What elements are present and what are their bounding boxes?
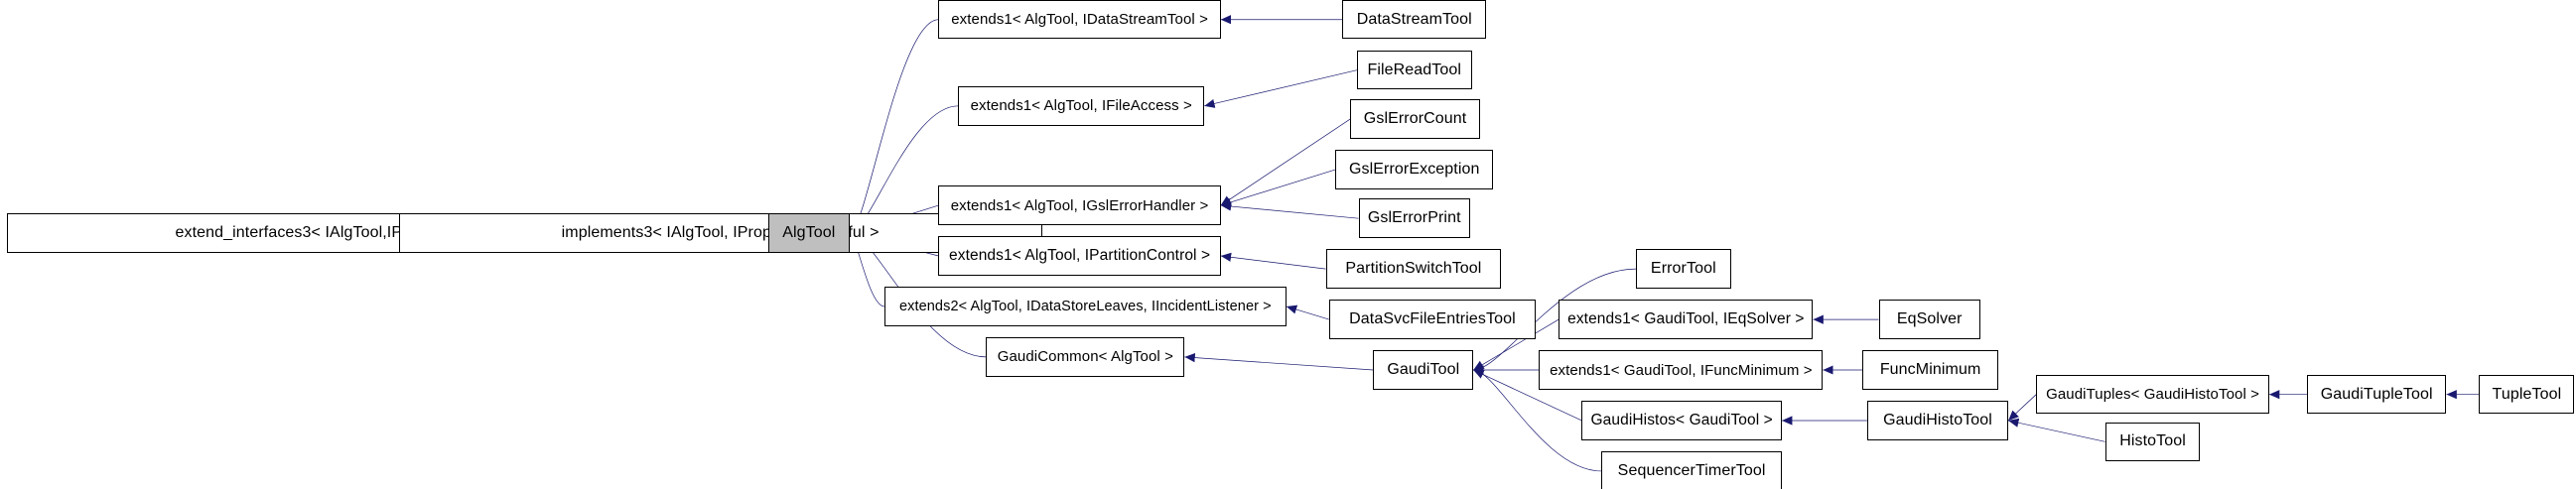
class-node-label: GslErrorCount: [1363, 109, 1467, 127]
class-node-DataStreamTool[interactable]: DataStreamTool: [1342, 0, 1487, 40]
class-node-label: GaudiTool: [1387, 361, 1460, 379]
class-node-label: GaudiHistos< GaudiTool >: [1590, 412, 1773, 429]
class-node-label: SequencerTimerTool: [1617, 461, 1766, 479]
class-node-GaudiTupleTool[interactable]: GaudiTupleTool: [2306, 374, 2447, 415]
inheritance-edge-GslErrorPrint-to-extends1_IGslErrorHandler: [1221, 201, 1359, 218]
class-node-label: DataSvcFileEntriesTool: [1349, 310, 1516, 328]
class-node-GslErrorCount[interactable]: GslErrorCount: [1350, 99, 1480, 139]
class-node-TupleTool[interactable]: TupleTool: [2479, 374, 2575, 415]
class-node-label: FuncMinimum: [1879, 361, 1981, 379]
inheritance-edge-GslErrorCount-to-extends1_IGslErrorHandler: [1221, 119, 1351, 205]
inheritance-edge-FileReadTool-to-extends1_IFileAccess: [1204, 70, 1357, 108]
class-node-label: extends1< AlgTool, IDataStreamTool >: [951, 11, 1208, 29]
class-node-label: GaudiHistoTool: [1883, 411, 1992, 428]
class-node-FuncMinimum[interactable]: FuncMinimum: [1862, 350, 1999, 390]
class-node-label: GaudiTupleTool: [2320, 385, 2433, 403]
class-node-extends1_IEqSolver[interactable]: extends1< GaudiTool, IEqSolver >: [1559, 300, 1814, 339]
class-node-DataSvcFileEntriesTool[interactable]: DataSvcFileEntriesTool: [1328, 300, 1537, 339]
inheritance-edge-GaudiTool-to-GaudiCommon_AlgTool: [1184, 353, 1373, 370]
class-node-FileReadTool[interactable]: FileReadTool: [1356, 50, 1472, 90]
class-node-GaudiCommon_AlgTool[interactable]: GaudiCommon< AlgTool >: [986, 337, 1185, 377]
class-node-HistoTool[interactable]: HistoTool: [2104, 422, 2201, 462]
class-node-GslErrorPrint[interactable]: GslErrorPrint: [1358, 198, 1470, 238]
class-node-PartitionSwitchTool[interactable]: PartitionSwitchTool: [1325, 249, 1502, 289]
inheritance-edge-PartitionSwitchTool-to-extends1_IPartitionControl: [1221, 252, 1326, 269]
class-node-label: GaudiCommon< AlgTool >: [997, 348, 1173, 366]
class-node-extends1_IDataStreamTool[interactable]: extends1< AlgTool, IDataStreamTool >: [938, 0, 1221, 40]
class-node-label: TupleTool: [2492, 385, 2562, 403]
class-node-extends1_IPartitionControl[interactable]: extends1< AlgTool, IPartitionControl >: [938, 236, 1221, 276]
class-node-label: extends1< GaudiTool, IFuncMinimum >: [1550, 361, 1813, 379]
class-node-label: EqSolver: [1896, 310, 1963, 328]
class-node-label: DataStreamTool: [1356, 10, 1472, 28]
class-node-label: PartitionSwitchTool: [1345, 260, 1482, 278]
class-node-GaudiHistos_GaudiTool[interactable]: GaudiHistos< GaudiTool >: [1581, 401, 1782, 440]
class-node-extends2_DataStoreLeaves[interactable]: extends2< AlgTool, IDataStoreLeaves, IIn…: [883, 287, 1287, 326]
class-node-GaudiTool[interactable]: GaudiTool: [1373, 350, 1474, 390]
class-node-GaudiTuples_GaudiHistoTool[interactable]: GaudiTuples< GaudiHistoTool >: [2036, 374, 2269, 415]
class-node-label: GaudiTuples< GaudiHistoTool >: [2046, 386, 2260, 404]
class-node-label: AlgTool: [782, 223, 836, 241]
class-node-label: ErrorTool: [1650, 260, 1716, 278]
class-node-label: extends2< AlgTool, IDataStoreLeaves, IIn…: [898, 298, 1272, 314]
class-node-SequencerTimerTool[interactable]: SequencerTimerTool: [1601, 451, 1782, 489]
class-node-AlgTool[interactable]: AlgTool: [767, 213, 851, 253]
class-node-GaudiHistoTool[interactable]: GaudiHistoTool: [1866, 401, 2009, 440]
class-node-ErrorTool[interactable]: ErrorTool: [1635, 249, 1731, 289]
class-node-label: extends1< AlgTool, IFileAccess >: [970, 97, 1192, 115]
inheritance-edge-GaudiTuples_GaudiHistoTool-to-GaudiHistoTool: [2008, 395, 2036, 421]
class-node-GslErrorException[interactable]: GslErrorException: [1335, 150, 1494, 189]
class-node-label: extends1< AlgTool, IPartitionControl >: [949, 247, 1211, 265]
class-node-extends1_IFuncMinimum[interactable]: extends1< GaudiTool, IFuncMinimum >: [1539, 350, 1824, 390]
class-node-label: FileReadTool: [1367, 61, 1462, 78]
class-node-label: extends1< GaudiTool, IEqSolver >: [1567, 310, 1805, 328]
class-node-label: GslErrorPrint: [1367, 209, 1461, 227]
inheritance-edge-HistoTool-to-GaudiHistoTool: [2008, 418, 2105, 441]
class-node-EqSolver[interactable]: EqSolver: [1878, 300, 1980, 339]
class-node-label: GslErrorException: [1348, 160, 1480, 178]
class-node-extends1_IGslErrorHandler[interactable]: extends1< AlgTool, IGslErrorHandler >: [938, 185, 1221, 225]
inheritance-edge-extends1_IDataStreamTool-to-AlgTool: [850, 20, 938, 238]
class-node-label: HistoTool: [2119, 432, 2186, 450]
class-node-extends1_IFileAccess[interactable]: extends1< AlgTool, IFileAccess >: [958, 86, 1205, 126]
inheritance-edge-GslErrorException-to-extends1_IGslErrorHandler: [1221, 170, 1336, 207]
inheritance-edge-DataSvcFileEntriesTool-to-extends2_DataStoreLeaves: [1287, 305, 1329, 319]
class-node-label: extends1< AlgTool, IGslErrorHandler >: [950, 196, 1209, 214]
